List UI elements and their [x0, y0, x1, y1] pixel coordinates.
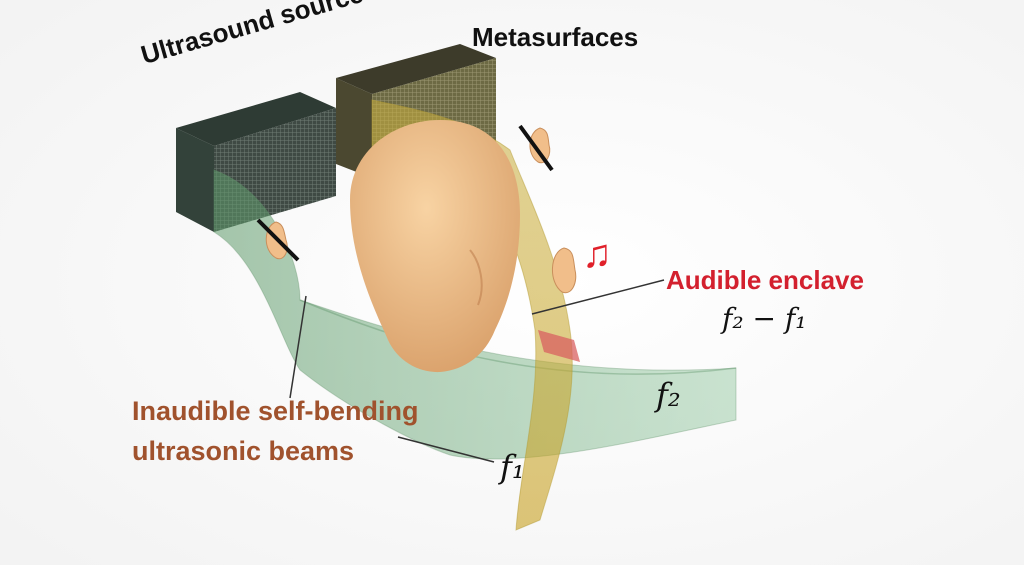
inaudible-beams-label-line2: ultrasonic beams: [132, 436, 355, 466]
audible-enclave-patch: [538, 330, 580, 362]
music-note-icon: ♫: [582, 232, 612, 276]
audible-enclave-label: Audible enclave: [666, 265, 864, 295]
metasurfaces-label: Metasurfaces: [472, 22, 639, 52]
head-icon: [350, 120, 520, 373]
green-beam-f2: [213, 169, 737, 460]
beam-f2-label: f₂: [656, 376, 681, 414]
inaudible-leader-line-upper: [289, 295, 307, 399]
beam-f1-label: f₁: [500, 448, 525, 486]
inaudible-beams-label-line1: Inaudible self-bending: [132, 396, 419, 426]
inaudible-leader-line-lower: [397, 436, 495, 463]
enclave-leader-line: [531, 279, 665, 315]
right-ear-lower-icon: [552, 247, 577, 294]
left-ear-icon: [256, 218, 300, 262]
enclave-formula: f₂ − f₁: [722, 302, 807, 335]
right-ear-upper-icon: [518, 124, 554, 172]
